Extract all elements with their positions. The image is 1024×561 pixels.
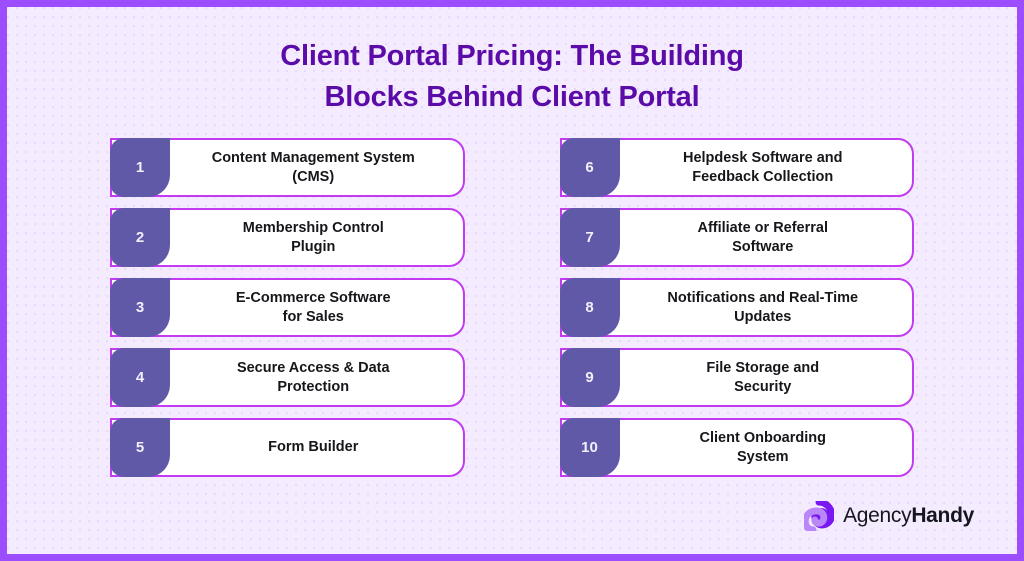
card-label: File Storage and Security (706, 359, 820, 395)
card-number: 6 (585, 159, 594, 177)
card-number-badge: 1 (110, 138, 170, 198)
card-label: Helpdesk Software and Feedback Collectio… (682, 149, 843, 185)
card-number-badge: 9 (559, 348, 620, 408)
card-number: 8 (585, 299, 594, 317)
card-number: 7 (585, 229, 594, 247)
logo-text-agency: Agency (843, 504, 912, 527)
card-label: E-Commerce Software for Sales (235, 289, 391, 325)
card-label: Content Management System (CMS) (211, 149, 415, 185)
card-label: Client Onboarding System (699, 429, 826, 465)
card-number-badge: 7 (559, 208, 620, 268)
cards-column-left: 1 Content Management System (CMS) 2 Members… (110, 138, 465, 478)
card-number: 1 (135, 159, 145, 177)
feature-card[interactable]: 2 Membership Control Plugin (110, 208, 465, 268)
page-content: Client Portal Pricing: The Building Bloc… (14, 14, 1010, 547)
card-number-badge: 8 (559, 278, 620, 338)
card-body: File Storage and Security (620, 350, 913, 405)
logo-text-handy: Handy (911, 504, 974, 527)
card-number: 10 (581, 439, 598, 457)
card-number-badge: 4 (110, 348, 170, 408)
feature-card[interactable]: 7 Affiliate or Referral Software (559, 208, 914, 268)
title-block: Client Portal Pricing: The Building Bloc… (14, 14, 1010, 118)
feature-card[interactable]: 8 Notifications and Real-Time Updates (559, 278, 914, 338)
card-body: Secure Access & Data Protection (170, 350, 463, 405)
page-title: Client Portal Pricing: The Building Bloc… (280, 40, 744, 114)
card-body: Client Onboarding System (620, 420, 913, 475)
card-body: Form Builder (170, 420, 463, 475)
card-number-badge: 2 (110, 208, 170, 268)
card-number: 2 (135, 229, 145, 247)
feature-card[interactable]: 1 Content Management System (CMS) (110, 138, 465, 198)
card-label: Notifications and Real-Time Updates (667, 289, 859, 325)
card-body: Membership Control Plugin (170, 210, 463, 265)
card-number-badge: 5 (110, 418, 170, 478)
card-number-badge: 3 (110, 278, 170, 338)
card-body: Helpdesk Software and Feedback Collectio… (620, 140, 913, 195)
card-number-badge: 6 (559, 138, 620, 198)
card-body: Affiliate or Referral Software (620, 210, 913, 265)
feature-card[interactable]: 5 Form Builder (110, 418, 465, 478)
card-label: Membership Control Plugin (242, 219, 384, 255)
footer: AgencyHandy (14, 497, 1010, 547)
cards-grid: 1 Content Management System (CMS) 2 Members… (14, 118, 1010, 497)
card-label: Form Builder (268, 439, 359, 456)
card-label: Affiliate or Referral Software (697, 219, 829, 255)
feature-card[interactable]: 10 Client Onboarding System (559, 418, 914, 478)
card-body: Content Management System (CMS) (170, 140, 463, 195)
card-body: E-Commerce Software for Sales (170, 280, 463, 335)
agencyhandy-logo: AgencyHandy (804, 501, 974, 531)
card-number: 4 (135, 369, 145, 387)
card-number-badge: 10 (559, 418, 620, 478)
card-number: 9 (585, 369, 594, 387)
agencyhandy-pinwheel-icon (804, 501, 835, 531)
feature-card[interactable]: 3 E-Commerce Software for Sales (110, 278, 465, 338)
card-body: Notifications and Real-Time Updates (620, 280, 913, 335)
card-number: 5 (135, 439, 145, 457)
card-label: Secure Access & Data Protection (236, 359, 390, 395)
agencyhandy-wordmark: AgencyHandy (843, 504, 974, 528)
feature-card[interactable]: 9 File Storage and Security (559, 348, 914, 408)
feature-card[interactable]: 6 Helpdesk Software and Feedback Collecti… (559, 138, 914, 198)
feature-card[interactable]: 4 Secure Access & Data Protection (110, 348, 465, 408)
card-number: 3 (135, 299, 145, 317)
cards-column-right: 6 Helpdesk Software and Feedback Collecti… (559, 138, 914, 478)
